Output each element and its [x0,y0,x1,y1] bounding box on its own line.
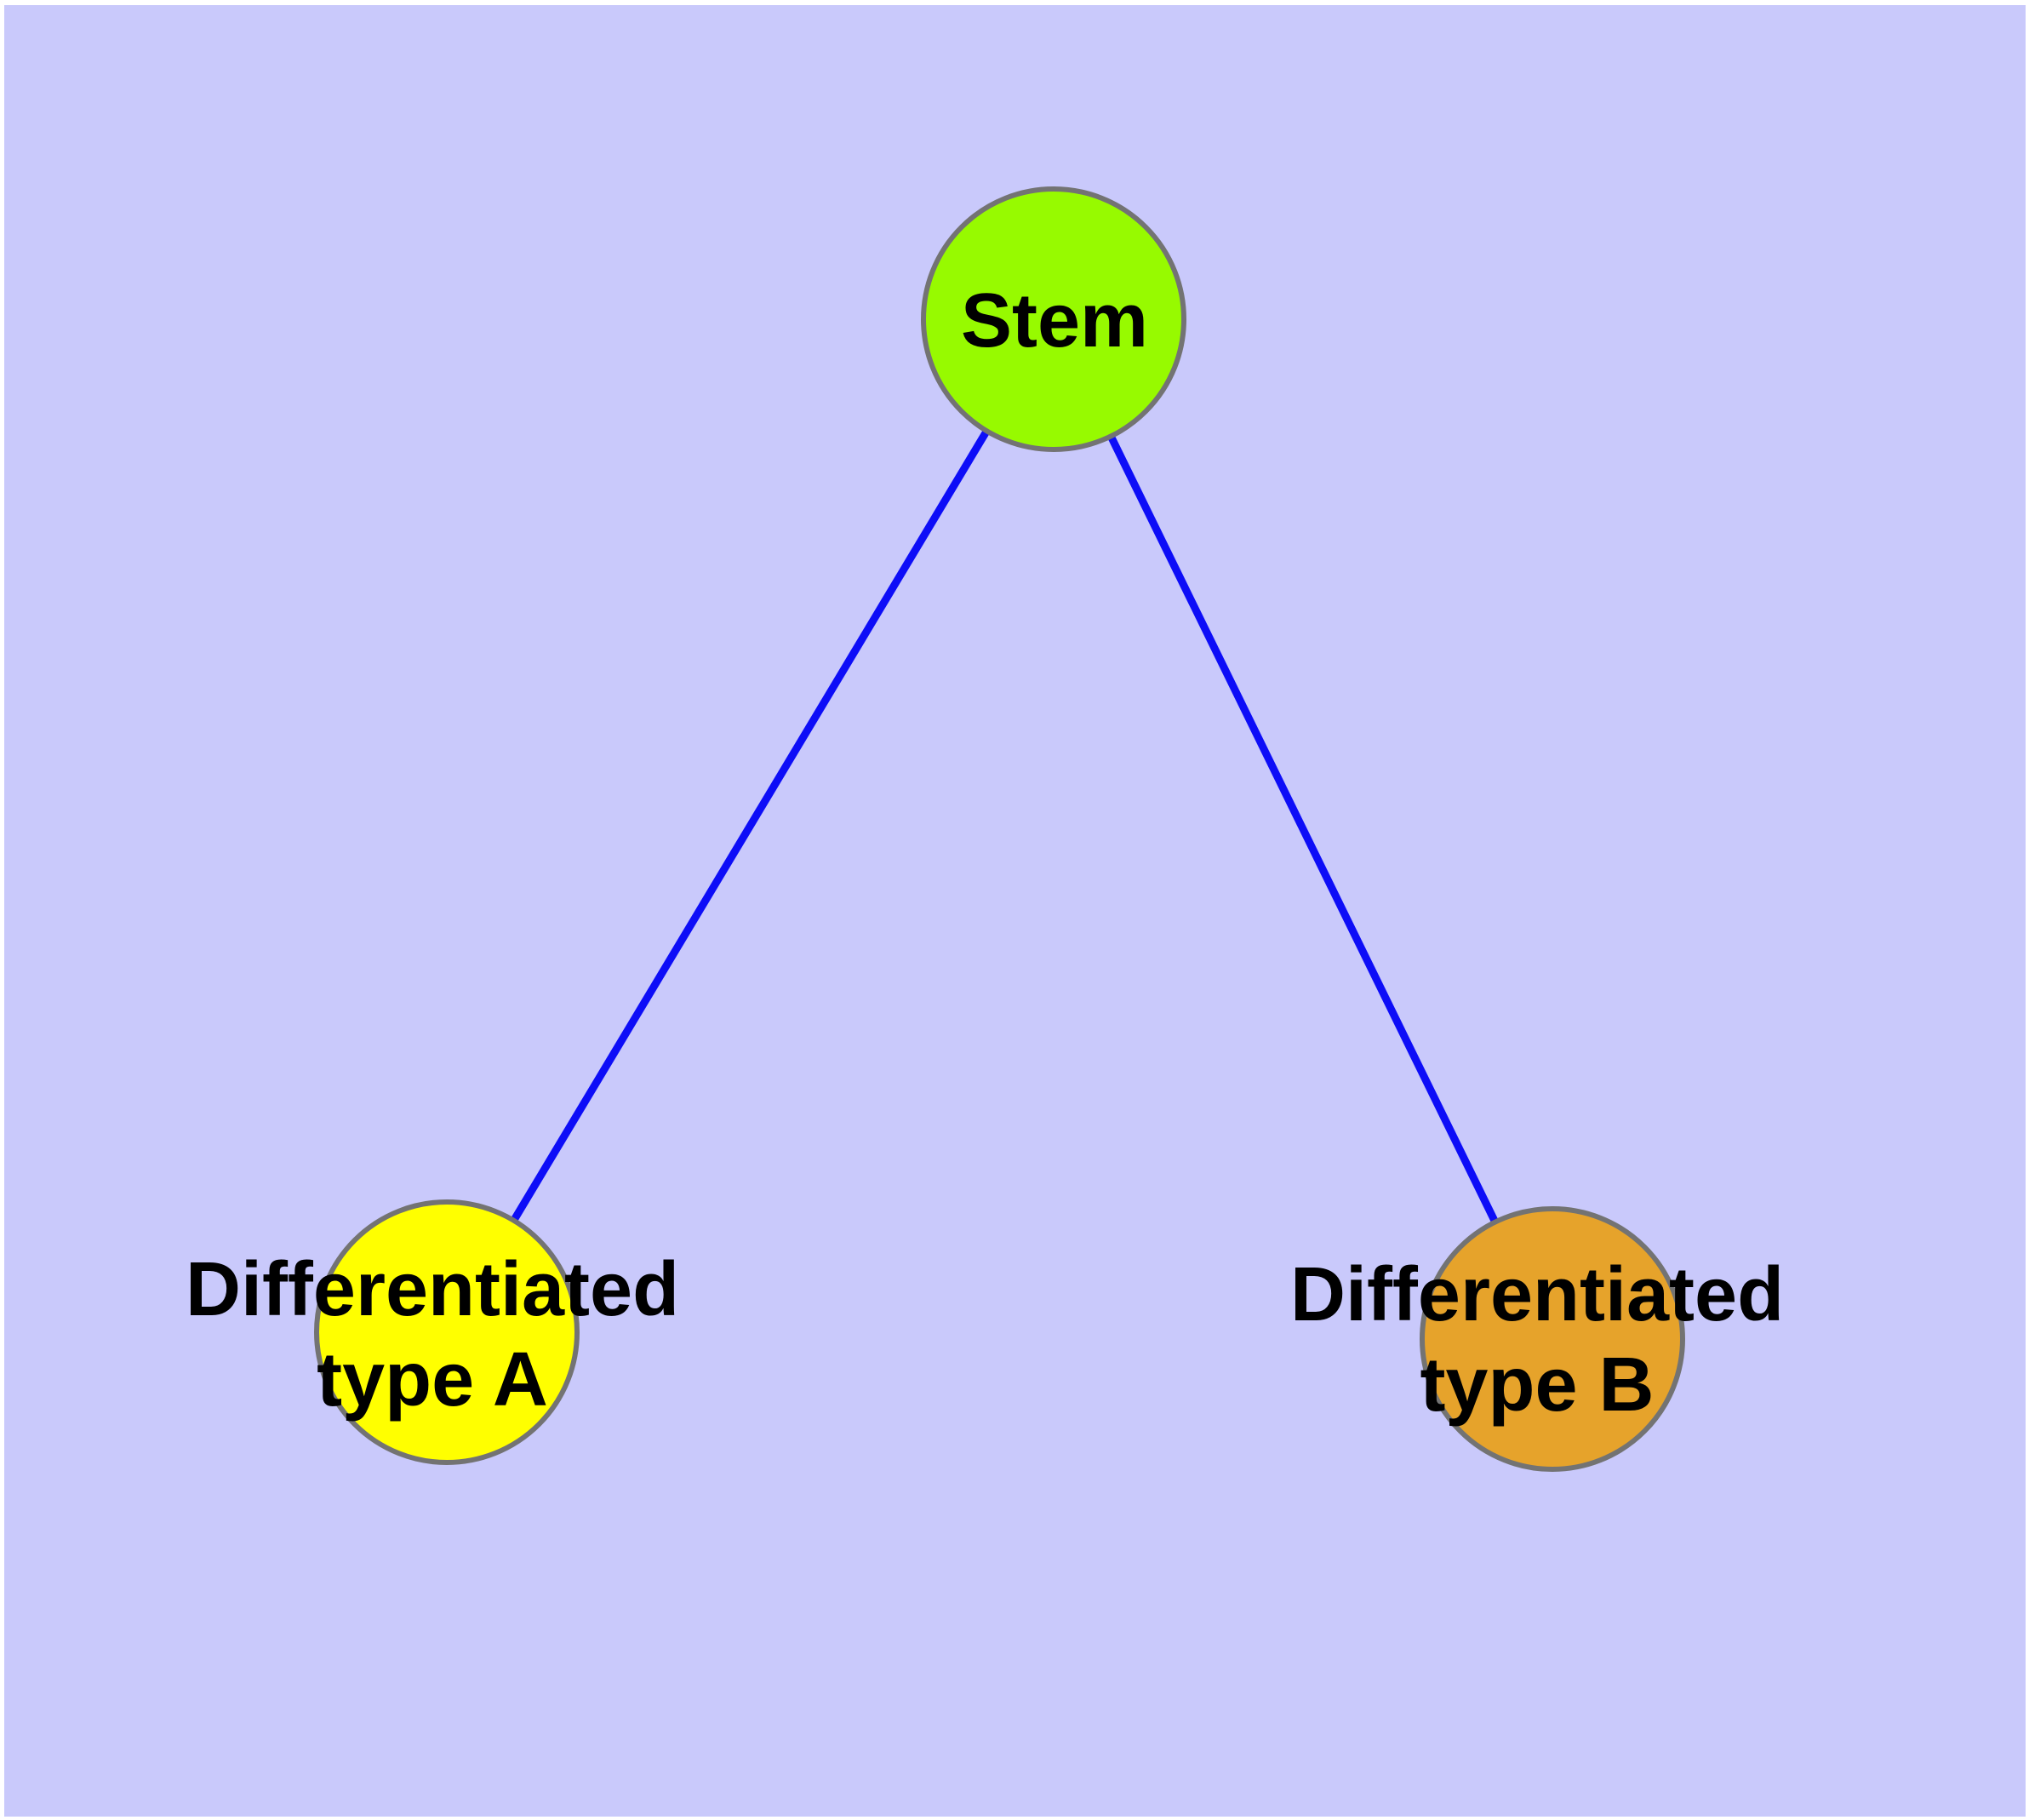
node-label-type-b-line2: type B [1420,1342,1655,1428]
node-label-stem: Stem [961,276,1148,366]
node-label-type-a-line2: type A [317,1337,548,1422]
node-label-stem-text: Stem [960,278,1149,363]
node-label-differentiated-type-b: Differentiated type B [1290,1250,1784,1430]
node-label-type-a-line1: Differentiated [185,1247,680,1332]
node-label-differentiated-type-a: Differentiated type A [186,1245,679,1425]
node-label-type-b-line1: Differentiated [1289,1252,1785,1337]
node-circle-stem [921,186,1186,452]
node-circle-differentiated-type-b [1420,1206,1685,1472]
edge-stem-to-type-b [1049,318,1557,1341]
edge-stem-to-type-a [443,317,1057,1335]
node-circle-differentiated-type-a [314,1199,580,1465]
